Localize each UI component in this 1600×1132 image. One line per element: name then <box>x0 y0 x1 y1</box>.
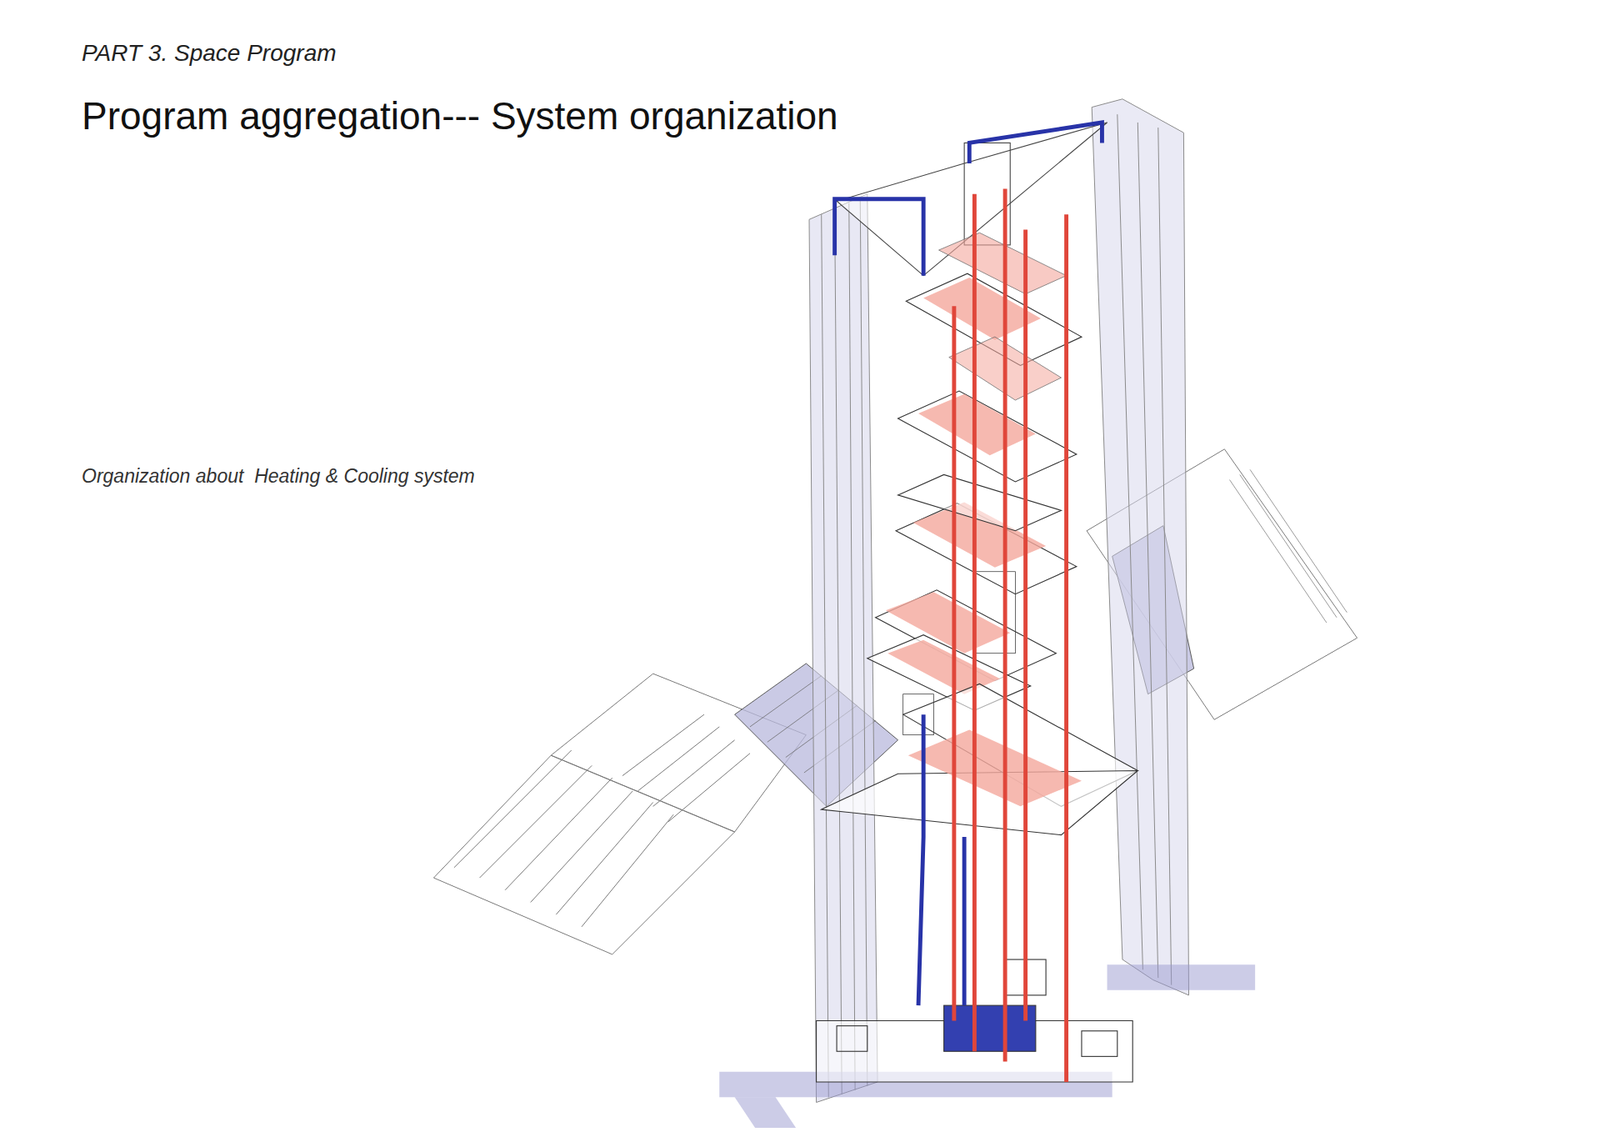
ground-floor-shape <box>836 1025 868 1052</box>
floor-plates-shape <box>898 390 1077 482</box>
left-solar-panel-shape <box>750 675 822 727</box>
left-pylon-shape <box>860 198 868 1086</box>
right-pylon-shape <box>1158 127 1172 985</box>
left-pylon-shape <box>821 214 830 1097</box>
left-pylon-shape <box>809 194 878 1103</box>
heating-pipes <box>954 189 1067 1082</box>
left-wing-shape <box>480 765 593 878</box>
section-label: PART 3. Space Program <box>81 40 337 67</box>
right-wing-shape <box>1230 480 1327 623</box>
floor-plates-shape <box>908 730 1082 807</box>
floor-plates-shape <box>898 474 1062 530</box>
left-wing-shape <box>555 801 653 915</box>
heating-pipes-shape <box>1064 214 1069 1082</box>
cooling-pipes-shape <box>835 199 925 276</box>
heating-pipes-shape <box>972 194 977 1052</box>
right-wing-shape <box>1240 474 1337 617</box>
right-pylon-shape <box>1091 99 1189 995</box>
heating-pipes-shape <box>1003 189 1008 1062</box>
left-wing-shape <box>653 740 735 807</box>
left-wing-shape <box>581 814 674 927</box>
ground-floor-shape <box>1107 964 1256 990</box>
cooling-pipes-shape <box>969 122 1102 164</box>
heating-pipes-shape <box>951 305 956 1020</box>
floor-plates-shape <box>903 694 935 735</box>
right-pylon-shape <box>1117 114 1144 970</box>
subtitle-note: Organization about Heating & Cooling sys… <box>81 465 475 488</box>
heating-pipes-shape <box>1023 230 1028 1021</box>
right-pylon <box>1091 99 1189 995</box>
floor-plates <box>821 232 1139 835</box>
ground-floor-shape <box>735 1096 796 1128</box>
cooling-pipes <box>835 122 1103 1005</box>
ground-floor-shape <box>944 1005 1036 1051</box>
left-wing-shape <box>622 714 705 775</box>
left-wing-shape <box>454 750 572 868</box>
ground-floor-shape <box>1081 1030 1118 1057</box>
left-wing-shape <box>637 726 720 791</box>
cooling-pipes-shape <box>962 836 967 1005</box>
floor-plates-shape <box>918 394 1036 455</box>
ground-floor <box>719 959 1255 1128</box>
right-pylon-shape <box>1137 122 1158 978</box>
left-pylon-shape <box>835 209 843 1095</box>
floor-plates-shape <box>974 571 1015 654</box>
left-wing-shape <box>433 755 735 955</box>
floor-plates-shape <box>939 232 1067 294</box>
left-pylon-shape <box>849 203 855 1090</box>
page-title: Program aggregation--- System organizati… <box>81 93 839 139</box>
left-wing-shape <box>505 777 613 890</box>
left-wing-shape <box>668 753 750 822</box>
cooling-pipes-shape <box>918 714 924 1005</box>
right-wing-shape <box>1250 469 1347 612</box>
left-pylon <box>809 194 878 1103</box>
